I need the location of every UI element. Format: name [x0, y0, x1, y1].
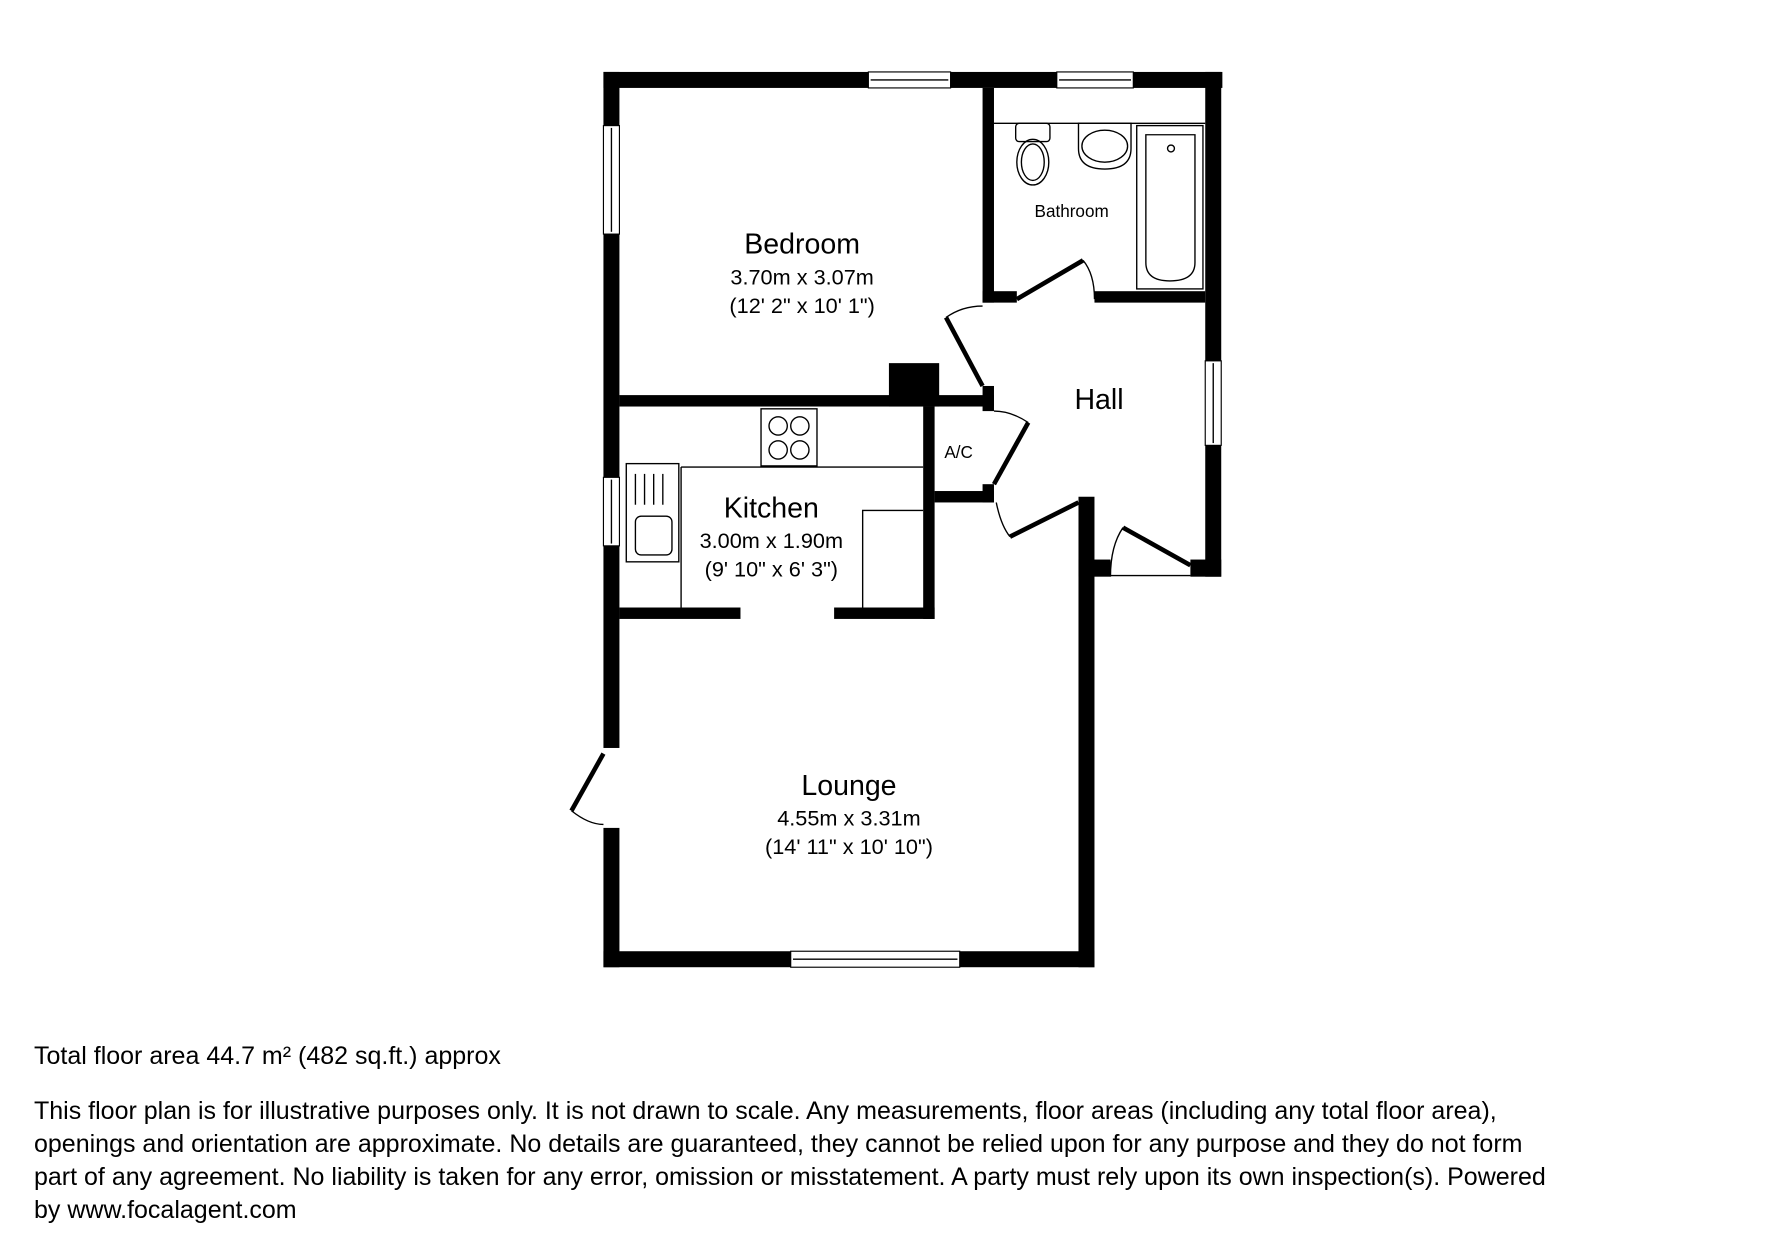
doors: [569, 258, 1192, 826]
door-entrance: [1109, 525, 1192, 577]
disclaimer-line: part of any agreement. No liability is t…: [34, 1163, 1546, 1191]
disclaimer-line: This floor plan is for illustrative purp…: [34, 1097, 1497, 1125]
door-bedroom: [944, 305, 985, 388]
toilet-icon: [1014, 122, 1051, 186]
lounge-metric: 4.55m x 3.31m: [777, 806, 920, 831]
window-bedroom-top: [867, 71, 952, 89]
sink-icon: [1077, 122, 1132, 170]
room-labels: Bedroom 3.70m x 3.07m (12' 2" x 10' 1") …: [700, 202, 1124, 859]
total-floor-area: Total floor area 44.7 m² (482 sq.ft.) ap…: [34, 1042, 501, 1070]
window-kitchen-left: [602, 476, 620, 547]
bathroom-name: Bathroom: [1035, 202, 1109, 221]
window-hall-right: [1204, 360, 1222, 446]
bedroom-name: Bedroom: [744, 229, 860, 261]
ac-name: A/C: [944, 443, 973, 462]
door-lounge-hall: [995, 500, 1080, 539]
lounge-name: Lounge: [801, 770, 896, 802]
bath-icon: [1136, 124, 1204, 290]
lounge-imperial: (14' 11" x 10' 10"): [765, 834, 933, 859]
kitchen-metric: 3.00m x 1.90m: [700, 528, 843, 553]
window-bathroom-top: [1056, 71, 1134, 89]
kitchen-fixtures: [625, 408, 924, 608]
windows: [602, 71, 1222, 968]
door-ac: [991, 410, 1031, 486]
kitchen-sink-icon: [625, 462, 680, 563]
walls: [603, 71, 1223, 968]
disclaimer-line: openings and orientation are approximate…: [34, 1130, 1523, 1158]
hall-name: Hall: [1074, 384, 1123, 416]
door-lounge-side: [569, 752, 606, 826]
bedroom-imperial: (12' 2" x 10' 1"): [729, 293, 874, 318]
footer: Total floor area 44.7 m² (482 sq.ft.) ap…: [34, 1040, 1546, 1227]
door-bathroom: [1015, 258, 1096, 302]
bedroom-metric: 3.70m x 3.07m: [730, 264, 873, 289]
kitchen-name: Kitchen: [724, 492, 819, 524]
window-lounge-bottom: [790, 950, 961, 968]
bathroom-fixtures: [993, 122, 1206, 290]
hob-icon: [760, 408, 818, 467]
kitchen-imperial: (9' 10" x 6' 3"): [705, 557, 838, 582]
window-bedroom-left: [602, 125, 620, 235]
disclaimer-line: by www.focalagent.com: [34, 1196, 297, 1224]
